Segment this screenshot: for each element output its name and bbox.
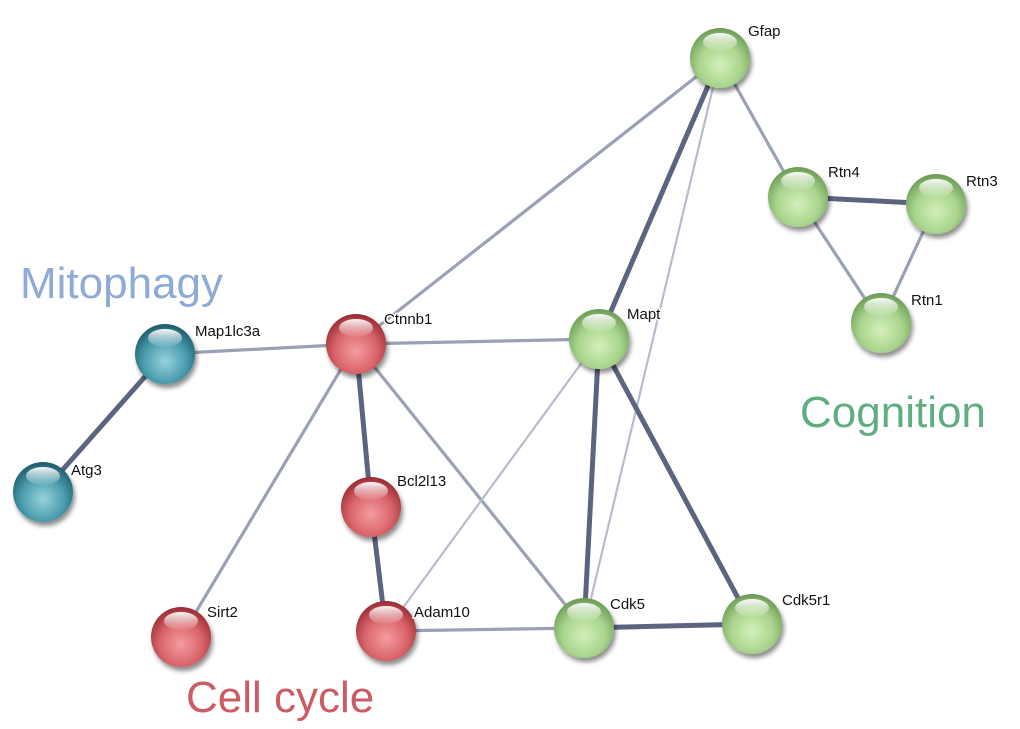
- node-rtn3[interactable]: Rtn3: [906, 172, 999, 234]
- node-atg3[interactable]: Atg3: [13, 461, 103, 522]
- node-highlight: [567, 603, 601, 621]
- edge-map1lc3a-atg3: [40, 351, 168, 495]
- node-label: Cdk5r1: [782, 592, 830, 609]
- node-ctnnb1[interactable]: Ctnnb1: [326, 310, 434, 374]
- node-bcl2l13[interactable]: Bcl2l13: [341, 472, 448, 537]
- node-highlight: [864, 298, 898, 316]
- node-highlight: [354, 482, 388, 500]
- edge-adam10-cdk5: [384, 626, 586, 633]
- node-label: Sirt2: [207, 604, 238, 621]
- node-highlight: [164, 612, 198, 630]
- edge-ctnnb1-sirt2: [179, 342, 358, 639]
- node-highlight: [735, 599, 769, 617]
- node-highlight: [369, 606, 403, 624]
- node-rtn4[interactable]: Rtn4: [768, 163, 861, 227]
- edge-ctnnb1-mapt: [354, 337, 601, 346]
- node-label: Atg3: [71, 462, 102, 479]
- edge-mapt-cdk5: [581, 336, 602, 631]
- node-highlight: [339, 319, 373, 337]
- node-label: Rtn4: [828, 164, 860, 181]
- node-highlight: [582, 314, 616, 332]
- node-label: Map1lc3a: [195, 323, 261, 340]
- node-rtn1[interactable]: Rtn1: [851, 291, 944, 353]
- node-cdk5[interactable]: Cdk5: [554, 595, 647, 658]
- edge-mapt-cdk5r1: [596, 336, 755, 627]
- node-highlight: [703, 33, 737, 51]
- node-sirt2[interactable]: Sirt2: [151, 603, 239, 667]
- node-highlight: [919, 179, 953, 197]
- cluster-label-mitophagy: Mitophagy: [20, 259, 224, 308]
- edge-gfap-mapt: [596, 55, 723, 342]
- node-highlight: [148, 329, 182, 347]
- cluster-label-cell-cycle: Cell cycle: [186, 673, 375, 722]
- node-highlight: [781, 172, 815, 190]
- edge-ctnnb1-cdk5: [354, 342, 586, 630]
- edge-gfap-cdk5: [582, 56, 722, 630]
- node-map1lc3a[interactable]: Map1lc3a: [135, 322, 262, 384]
- edge-ctnnb1-gfap: [354, 56, 722, 346]
- node-label: Rtn3: [966, 173, 998, 190]
- edge-adam10-mapt: [384, 337, 601, 633]
- node-label: Cdk5: [610, 596, 645, 613]
- node-gfap[interactable]: Gfap: [690, 22, 782, 88]
- node-label: Ctnnb1: [384, 311, 432, 328]
- node-label: Mapt: [627, 306, 661, 323]
- node-adam10[interactable]: Adam10: [356, 601, 471, 661]
- node-highlight: [26, 467, 60, 485]
- node-label: Gfap: [748, 23, 781, 40]
- node-label: Adam10: [414, 604, 470, 621]
- node-label: Bcl2l13: [397, 473, 446, 490]
- edge-map1lc3a-ctnnb1: [163, 342, 358, 356]
- node-label: Rtn1: [911, 292, 943, 309]
- node-mapt[interactable]: Mapt: [569, 305, 663, 369]
- node-cdk5r1[interactable]: Cdk5r1: [722, 591, 832, 654]
- cluster-label-cognition: Cognition: [800, 388, 986, 437]
